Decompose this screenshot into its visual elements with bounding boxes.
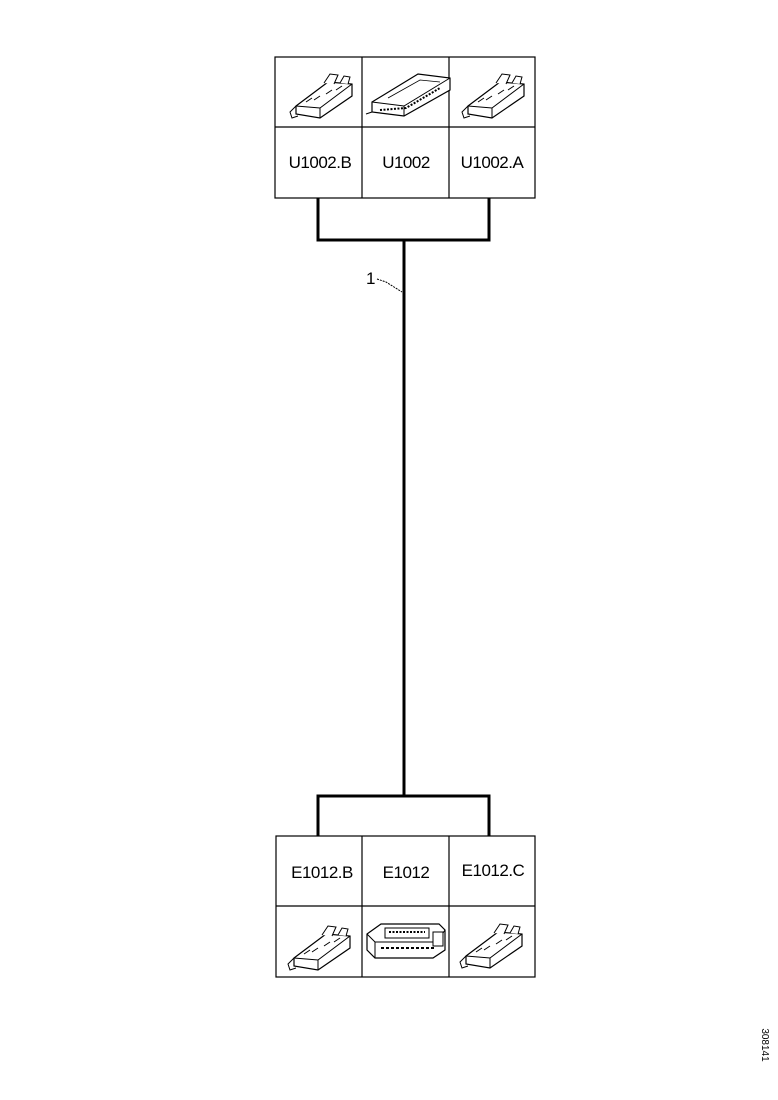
drawing-code: 308141 bbox=[759, 1028, 770, 1062]
top-connector-label-1: U1002.B bbox=[289, 153, 352, 172]
harness-reference: 1 bbox=[366, 269, 403, 293]
wire-harness bbox=[316, 198, 491, 836]
bottom-connector-label-3: E1012.C bbox=[462, 861, 525, 880]
bottom-connector-label-1: E1012.B bbox=[291, 863, 353, 882]
bottom-connector-block: E1012.B E1012 E1012.C bbox=[275, 835, 536, 978]
top-connector-block: U1002.B U1002 U1002.A bbox=[274, 56, 536, 199]
bottom-connector-label-2: E1012 bbox=[383, 863, 430, 882]
control-unit-icon bbox=[366, 923, 446, 959]
top-connector-label-3: U1002.A bbox=[461, 153, 525, 172]
bottom-branch-wire bbox=[316, 794, 491, 836]
reference-leader-line bbox=[376, 278, 403, 293]
top-branch-wire bbox=[316, 198, 491, 242]
harness-reference-number: 1 bbox=[366, 269, 375, 288]
top-connector-label-2: U1002 bbox=[382, 153, 430, 172]
